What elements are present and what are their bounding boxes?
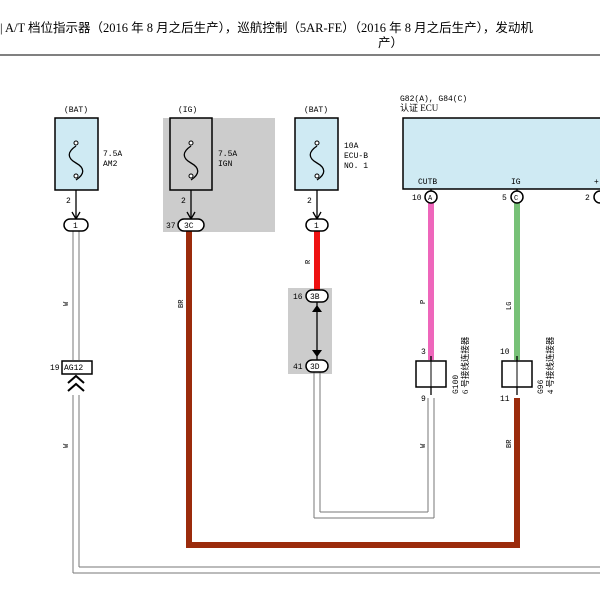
junction-3b-label: 3B bbox=[310, 293, 320, 302]
fuse-am2-symbol-icon bbox=[68, 145, 84, 181]
ecu-terminal-cutb-connector bbox=[424, 190, 438, 204]
fuse-ign-rating: 7.5A bbox=[218, 150, 237, 159]
fuse-ecub-source: (BAT) bbox=[304, 106, 328, 115]
fuse-am2-connector bbox=[63, 218, 89, 232]
header-line-2: 产） bbox=[378, 36, 403, 50]
fuse-ign-symbol-icon bbox=[183, 145, 199, 181]
wire-am2-w bbox=[72, 230, 600, 574]
chevron-up-icon bbox=[67, 374, 85, 392]
ecu-terminal-plus: + bbox=[594, 178, 599, 187]
junction-3d-label: 3D bbox=[310, 363, 320, 372]
fuse-ign-connector-pin: 37 bbox=[166, 222, 176, 231]
ecu-terminal-ig-conn: C bbox=[514, 195, 518, 203]
wire-label-ecub: R bbox=[305, 259, 313, 264]
ecu-terminal-ig: IG bbox=[511, 178, 521, 187]
ecu-terminal-cutb: CUTB bbox=[418, 178, 437, 187]
ag12-connector bbox=[61, 360, 93, 375]
junction-3d-pin: 41 bbox=[293, 363, 303, 372]
fuse-am2-source: (BAT) bbox=[64, 106, 88, 115]
header-line-1: | A/T 档位指示器（2016 年 8 月之后生产），巡航控制（5AR-FE）… bbox=[0, 20, 533, 35]
ecu-code: G82(A), G84(C) bbox=[400, 95, 467, 104]
fuse-ign-connector-label: 3C bbox=[184, 222, 194, 231]
ecu-terminal-ig-connector bbox=[510, 190, 524, 204]
fuse-ecub-pin: 2 bbox=[307, 197, 312, 206]
g100-pin-in: 3 bbox=[421, 348, 426, 357]
ag12-pin: 19 bbox=[50, 364, 60, 373]
ecu-terminal-plus-connector bbox=[593, 190, 600, 204]
wire-label-cutb: P bbox=[420, 300, 428, 304]
ecu-terminal-cutb-conn: A bbox=[428, 195, 433, 203]
wire-label-g96-out: BR bbox=[506, 439, 514, 448]
g100-pin-out: 9 bbox=[421, 395, 426, 404]
wire-label-ign: BR bbox=[178, 299, 186, 308]
ecu-name: 认证 ECU bbox=[400, 102, 439, 113]
ecu-terminal-plus-pin: 2 bbox=[585, 194, 590, 203]
fuse-ign-name: IGN bbox=[218, 160, 233, 169]
wire-ign-br bbox=[186, 231, 520, 548]
fuse-ecub-connector bbox=[305, 218, 329, 232]
ag12-label: AG12 bbox=[64, 364, 83, 373]
fuse-ecub-symbol-icon bbox=[309, 145, 325, 181]
fuse-ign-source: (IG) bbox=[178, 106, 197, 115]
fuse-am2-rating: 7.5A bbox=[103, 150, 122, 159]
fuse-am2-connector-label: 1 bbox=[73, 222, 78, 231]
ecu-terminal-cutb-pin: 10 bbox=[412, 194, 422, 203]
wire-label-ag12-out: W bbox=[63, 443, 71, 448]
wire-label-g100-out: W bbox=[420, 443, 428, 448]
fuse-ign bbox=[169, 117, 213, 191]
g100-desc: 6 号接线连接器 bbox=[460, 336, 470, 394]
wire-label-ig: LG bbox=[506, 302, 514, 310]
g96-desc: 4 号接线连接器 bbox=[545, 336, 555, 394]
fuse-ecub bbox=[294, 117, 339, 191]
arrow-up-icon bbox=[312, 305, 322, 312]
fuse-ecub-rating: 10A bbox=[344, 142, 359, 151]
fuse-ign-pin: 2 bbox=[181, 197, 186, 206]
arrow-down-icon bbox=[312, 350, 322, 357]
wire-label-am2: W bbox=[63, 301, 71, 306]
ecu-box bbox=[402, 117, 600, 190]
fuse-ecub-name: ECU-B bbox=[344, 152, 368, 161]
ecu-terminal-ig-pin: 5 bbox=[502, 194, 507, 203]
fuse-am2-pin: 2 bbox=[66, 197, 71, 206]
fuse-ign-connector bbox=[177, 218, 205, 232]
junction-3d bbox=[305, 359, 329, 373]
wire-ecub-w bbox=[313, 370, 435, 519]
g96-code: G96 bbox=[537, 379, 546, 394]
fuse-ecub-connector-label: 1 bbox=[314, 222, 319, 231]
fuse-ecub-name2: NO. 1 bbox=[344, 162, 368, 171]
g96-pin-out: 11 bbox=[500, 395, 510, 404]
g100-code: G100 bbox=[452, 375, 461, 394]
fuse-am2-name: AM2 bbox=[103, 160, 118, 169]
junction-3b-pin: 16 bbox=[293, 293, 303, 302]
g96-pin-in: 10 bbox=[500, 348, 510, 357]
